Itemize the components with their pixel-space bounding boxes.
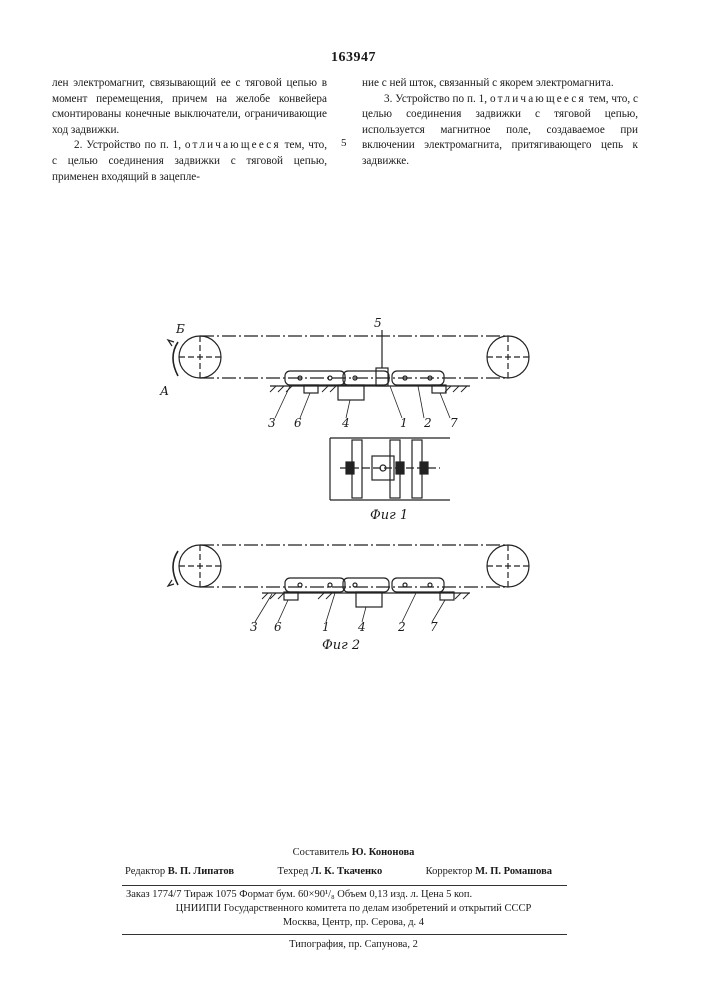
- colophon: Составитель Ю. Кононова Редактор В. П. Л…: [0, 846, 707, 952]
- figure1-plan-view: [330, 438, 450, 500]
- label-4: 4: [342, 416, 350, 430]
- org-line-2: Москва, Центр, пр. Серова, д. 4: [0, 916, 707, 930]
- label-2: 2: [424, 416, 432, 430]
- label-6: 6: [294, 416, 302, 430]
- label-2: 2: [398, 620, 406, 634]
- label-1: 1: [322, 620, 330, 634]
- figure1-conveyor: [168, 330, 529, 418]
- figure2-conveyor: [168, 545, 529, 622]
- editors-line: Редактор В. П. Липатов Техред Л. К. Ткач…: [0, 865, 707, 879]
- figure1-caption: Фиг 1: [370, 508, 408, 523]
- label-6: 6: [274, 620, 282, 634]
- label-5: 5: [374, 316, 382, 330]
- electromagnet: [338, 385, 364, 400]
- printing-line: Типография, пр. Сапунова, 2: [0, 938, 707, 952]
- label-1: 1: [400, 416, 408, 430]
- label-7: 7: [430, 620, 438, 634]
- org-line-1: ЦНИИПИ Государственного комитета по дела…: [0, 902, 707, 916]
- label-4: 4: [358, 620, 366, 634]
- label-3: 3: [250, 620, 258, 634]
- label-a: А: [160, 384, 169, 398]
- order-line: Заказ 1774/7 Тираж 1075 Формат бум. 60×9…: [0, 886, 707, 902]
- label-b: Б: [176, 322, 185, 336]
- compiler-line: Составитель Ю. Кононова: [0, 846, 707, 860]
- figure2-caption: Фиг 2: [322, 638, 360, 653]
- label-7: 7: [450, 416, 458, 430]
- label-3: 3: [268, 416, 276, 430]
